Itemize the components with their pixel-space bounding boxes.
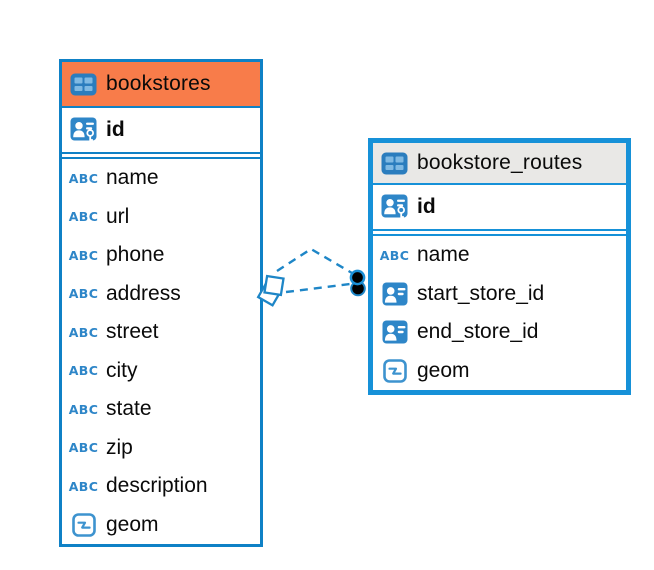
text-type-icon: ABC — [68, 363, 99, 379]
table-bookstore-routes-header[interactable]: bookstore_routes — [373, 143, 626, 185]
column-row-geom[interactable]: geom — [62, 506, 260, 545]
text-type-icon: ABC — [68, 170, 99, 186]
column-name: url — [106, 204, 130, 228]
column-name: name — [417, 243, 470, 267]
column-name: geom — [106, 512, 159, 536]
column-row-name[interactable]: ABC name — [373, 236, 626, 275]
table-title: bookstore_routes — [417, 151, 583, 174]
column-name: address — [106, 281, 181, 305]
text-type-icon: ABC — [68, 324, 99, 340]
column-row-start-store-id[interactable]: start_store_id — [373, 275, 626, 314]
column-name: id — [417, 195, 436, 218]
column-name: street — [106, 320, 159, 344]
column-row-city[interactable]: ABC city — [62, 352, 260, 391]
column-row-id[interactable]: id — [62, 108, 260, 152]
column-name: id — [106, 118, 125, 141]
table-icon — [69, 73, 98, 96]
column-row-name[interactable]: ABC name — [62, 159, 260, 198]
column-row-street[interactable]: ABC street — [62, 313, 260, 352]
column-name: description — [106, 474, 208, 498]
text-type-icon: ABC — [68, 209, 99, 225]
column-row-id[interactable]: id — [373, 185, 626, 229]
column-row-geom[interactable]: geom — [373, 352, 626, 391]
column-name: state — [106, 397, 152, 421]
column-name: end_store_id — [417, 320, 539, 344]
section-divider — [373, 229, 626, 236]
column-row-description[interactable]: ABC description — [62, 467, 260, 506]
table-bookstores[interactable]: bookstores id ABC name ABC — [59, 59, 263, 547]
column-name: phone — [106, 243, 165, 267]
relationship-line-lower[interactable] — [285, 282, 351, 294]
table-title: bookstores — [106, 72, 211, 95]
column-name: name — [106, 166, 159, 190]
relationship-dot-markers[interactable] — [349, 269, 366, 297]
relationship-line-upper[interactable] — [276, 247, 353, 275]
table-bookstores-header[interactable]: bookstores — [62, 62, 260, 108]
geometry-type-icon — [69, 512, 98, 537]
text-type-icon: ABC — [68, 440, 99, 456]
text-type-icon: ABC — [68, 478, 99, 494]
reference-type-icon — [380, 282, 409, 306]
column-name: geom — [417, 358, 470, 382]
column-row-zip[interactable]: ABC zip — [62, 429, 260, 468]
reference-type-icon — [380, 320, 409, 344]
section-divider — [62, 152, 260, 159]
primary-key-icon — [380, 194, 409, 221]
column-row-end-store-id[interactable]: end_store_id — [373, 313, 626, 352]
primary-key-icon — [69, 117, 98, 144]
column-row-url[interactable]: ABC url — [62, 198, 260, 237]
column-name: city — [106, 358, 138, 382]
text-type-icon: ABC — [68, 247, 99, 263]
column-name: zip — [106, 435, 133, 459]
column-name: start_store_id — [417, 281, 545, 305]
text-type-icon: ABC — [68, 286, 99, 302]
table-bookstore-routes[interactable]: bookstore_routes id ABC name — [368, 138, 631, 395]
column-row-state[interactable]: ABC state — [62, 390, 260, 429]
relationship-diamond-markers[interactable] — [256, 274, 285, 307]
geometry-type-icon — [380, 358, 409, 383]
table-icon — [380, 152, 409, 175]
column-row-phone[interactable]: ABC phone — [62, 236, 260, 275]
text-type-icon: ABC — [68, 401, 99, 417]
text-type-icon: ABC — [379, 247, 410, 263]
column-row-address[interactable]: ABC address — [62, 275, 260, 314]
